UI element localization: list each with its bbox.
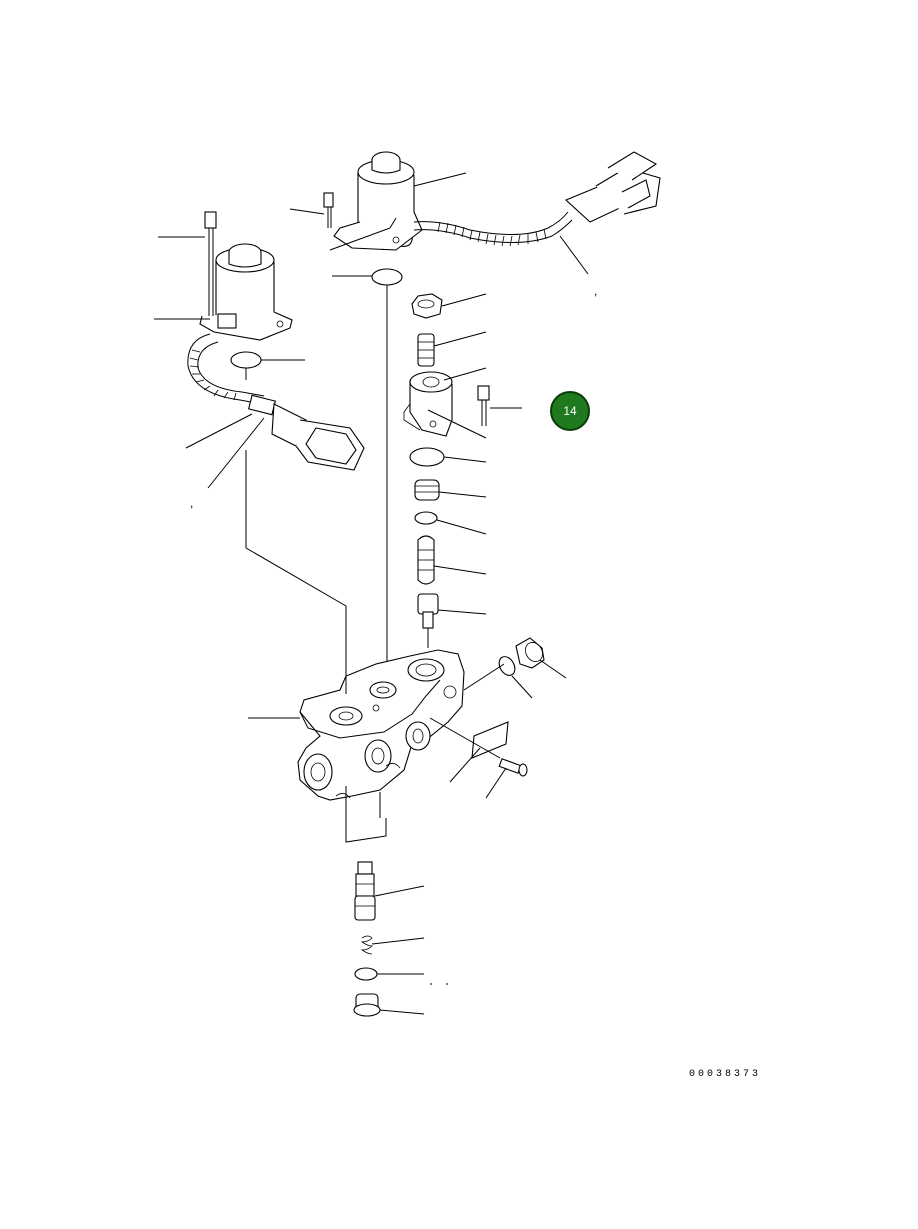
comma-mark-right: , (594, 284, 598, 298)
drawing-number: 00038373 (689, 1069, 762, 1080)
left-o-ring (230, 351, 262, 369)
name-plate (471, 721, 528, 777)
comma-mark-left: , (190, 496, 194, 510)
top-solenoid (333, 151, 423, 251)
top-o-ring (371, 268, 403, 286)
leader-lines (154, 172, 589, 1015)
left-harness (187, 333, 365, 471)
left-bolt (204, 211, 217, 316)
valve-body (297, 649, 465, 843)
left-solenoid (199, 243, 293, 341)
callout-14-badge[interactable]: 14 (550, 391, 590, 431)
side-plug (498, 637, 545, 676)
top-bolt (323, 192, 334, 228)
center-stack-upper (403, 293, 490, 648)
top-harness (413, 151, 661, 247)
center-stack-lower (353, 861, 381, 1017)
